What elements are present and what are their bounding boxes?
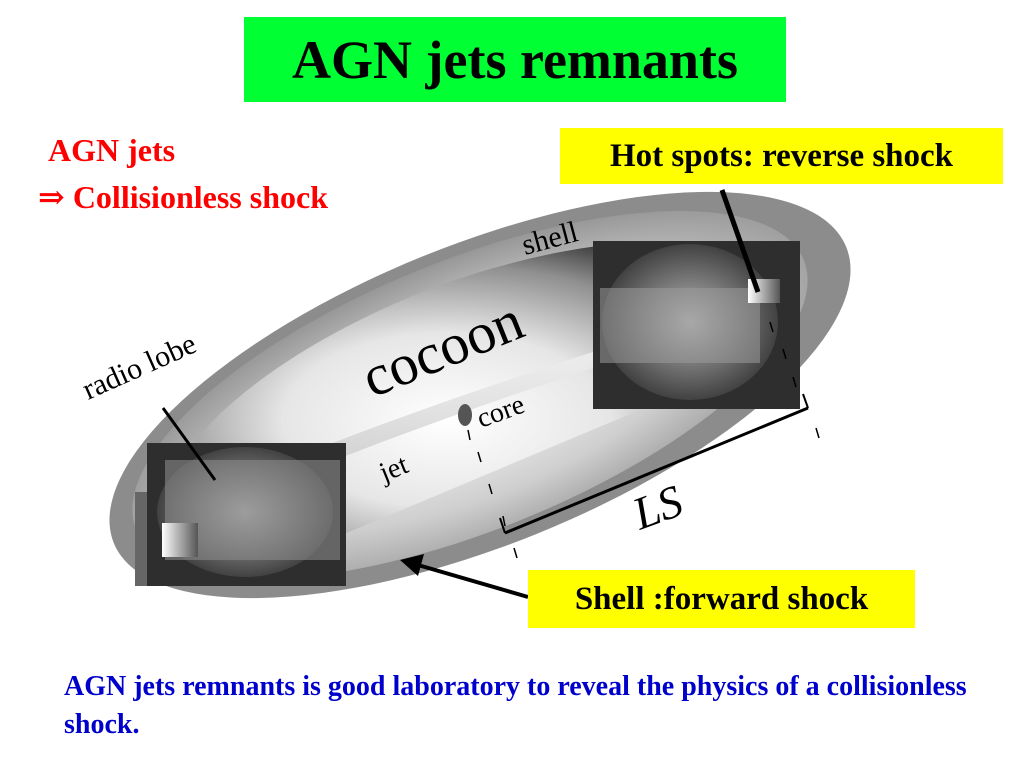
label-radio-lobe: radio lobe	[77, 327, 201, 406]
page-title: AGN jets remnants	[292, 29, 738, 90]
radio-lobe-pointer-line	[161, 407, 217, 481]
core-marker	[458, 404, 472, 426]
title-banner: AGN jets remnants	[244, 17, 786, 102]
hot-spot-left	[135, 443, 346, 586]
intro-line-agn-jets: AGN jets	[48, 132, 176, 168]
shell-forward-shock-callout: Shell :forward shock	[528, 570, 915, 628]
hot-spots-callout: Hot spots: reverse shock	[560, 128, 1003, 184]
hot-spot-pointer-line	[719, 189, 761, 293]
shell-arrow	[400, 554, 529, 599]
intro-line-collisionless-shock: ⇒ Collisionless shock	[38, 179, 328, 215]
footnote: AGN jets remnants is good laboratory to …	[64, 671, 967, 740]
shell-forward-shock-text: Shell :forward shock	[574, 580, 869, 617]
ls-dimension	[467, 321, 820, 559]
hot-spots-callout-text: Hot spots: reverse shock	[609, 137, 954, 174]
hot-spot-right	[593, 241, 800, 409]
